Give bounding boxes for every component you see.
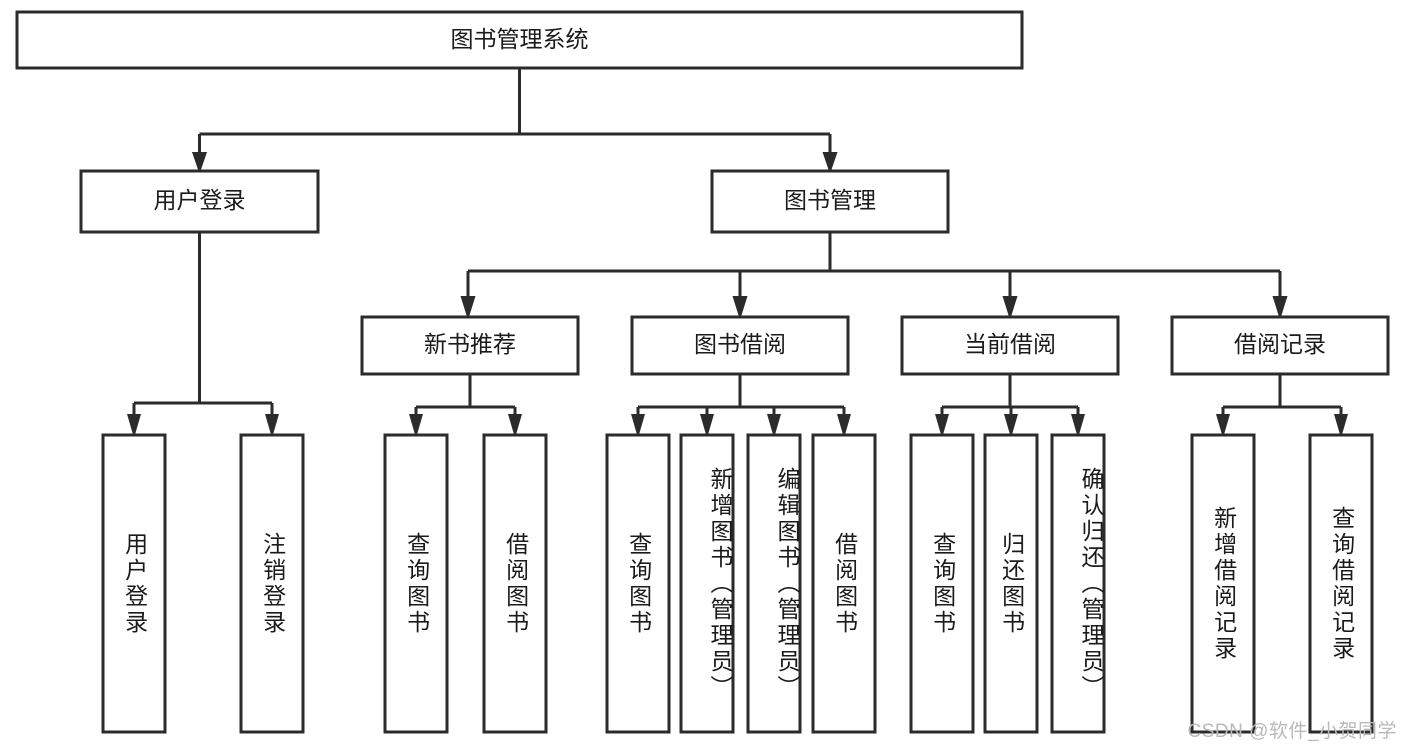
arrow-icon-leaf-borrow-edit (767, 414, 781, 438)
node-new-book-recommend[interactable]: 新书推荐 (360, 315, 580, 376)
arrow-icon-to-user-login (192, 152, 207, 174)
node-borrow-record[interactable]: 借阅记录 (1170, 315, 1390, 376)
leaf-box-borrow-query[interactable] (605, 433, 671, 734)
arrow-icon-leaf-current-return (1004, 414, 1018, 438)
arrow-icon-leaf-borrow-add (700, 414, 714, 438)
node-borrow-record-box[interactable] (1170, 315, 1390, 376)
node-book-management-box[interactable] (710, 169, 950, 234)
leaf-box-user-login[interactable] (101, 433, 167, 734)
arrow-icon-to-new-book (460, 296, 476, 320)
leaf-box-borrow-add[interactable] (679, 433, 735, 734)
node-user-login-label: 用户登录 (154, 187, 246, 213)
leaf-node-boxes (101, 433, 1374, 734)
arrow-icon-to-book-borrow (732, 296, 748, 320)
arrow-icon-leaf-user-login (127, 414, 141, 438)
csdn-watermark: CSDN @软件_小贺同学 (1187, 721, 1397, 742)
leaf-box-newbook-borrow[interactable] (482, 433, 548, 734)
arrow-icon-leaf-current-query (935, 414, 949, 438)
arrow-heads (127, 152, 1348, 438)
arrow-icon-leaf-record-query (1334, 414, 1348, 438)
leaf-box-current-confirm[interactable] (1050, 433, 1106, 734)
leaf-box-borrow-lend[interactable] (811, 433, 877, 734)
leaf-box-current-return[interactable] (983, 433, 1039, 734)
leaf-box-record-query[interactable] (1308, 433, 1374, 734)
arrow-icon-to-book-mgmt (822, 152, 838, 174)
node-new-book-recommend-box[interactable] (360, 315, 580, 376)
node-current-borrow-box[interactable] (900, 315, 1120, 376)
arrow-icon-leaf-borrow-query (631, 414, 645, 438)
arrow-icon-leaf-newbook-query (409, 414, 423, 438)
node-book-management-label: 图书管理 (784, 187, 876, 213)
arrow-icon-leaf-logout (265, 414, 279, 438)
node-user-login-box[interactable] (79, 169, 320, 234)
arrow-icon-leaf-borrow-lend (837, 414, 851, 438)
leaf-box-borrow-edit[interactable] (746, 433, 802, 734)
node-current-borrow-label: 当前借阅 (964, 331, 1056, 357)
node-root-box[interactable] (15, 10, 1024, 70)
node-root-system[interactable]: 图书管理系统 (15, 10, 1024, 70)
node-current-borrow[interactable]: 当前借阅 (900, 315, 1120, 376)
leaf-box-current-query[interactable] (909, 433, 975, 734)
node-user-login[interactable]: 用户登录 (79, 169, 320, 234)
node-borrow-record-label: 借阅记录 (1234, 331, 1326, 357)
node-book-management[interactable]: 图书管理 (710, 169, 950, 234)
arrow-icon-to-borrow-record (1272, 296, 1288, 320)
leaf-box-newbook-query[interactable] (383, 433, 449, 734)
node-book-borrow[interactable]: 图书借阅 (630, 315, 850, 376)
arrow-icon-leaf-newbook-borrow (508, 414, 522, 438)
node-book-borrow-box[interactable] (630, 315, 850, 376)
node-new-book-recommend-label: 新书推荐 (424, 331, 516, 357)
node-root-label: 图书管理系统 (451, 26, 589, 52)
leaf-box-record-add[interactable] (1190, 433, 1256, 734)
leaf-box-logout[interactable] (239, 433, 305, 734)
node-book-borrow-label: 图书借阅 (694, 331, 786, 357)
arrow-icon-leaf-record-add (1216, 414, 1230, 438)
arrow-icon-to-current-borrow (1002, 296, 1018, 320)
arrow-icon-leaf-current-confirm (1071, 414, 1085, 438)
